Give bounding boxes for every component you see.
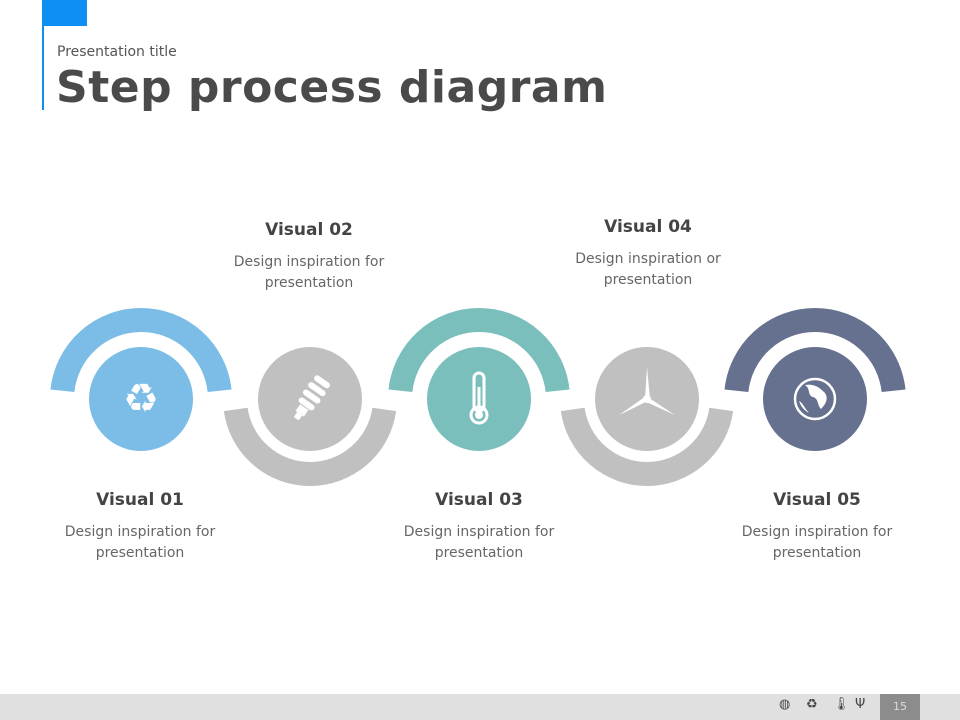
step-title: Visual 01	[96, 490, 184, 510]
step-text: Design inspiration or presentation	[575, 251, 721, 288]
step-arc	[50, 308, 232, 393]
accent-box	[42, 0, 87, 26]
step-arc	[724, 308, 906, 393]
plant-icon: Ψ	[855, 697, 866, 712]
step-text: Design inspiration for presentation	[403, 524, 555, 561]
step-circle	[89, 347, 193, 451]
globe-icon	[793, 377, 837, 421]
svg-text:♻: ♻	[123, 376, 159, 422]
wind-turbine-icon	[619, 367, 675, 415]
light-bulb-icon	[293, 375, 330, 421]
step-title: Visual 02	[265, 220, 353, 240]
recycle-icon: ♻	[123, 376, 159, 422]
step-1-label: Visual 01 Design inspiration for present…	[30, 490, 250, 564]
step-arc	[560, 407, 734, 486]
step-2-label: Visual 02 Design inspiration for present…	[199, 220, 419, 294]
step-3-label: Visual 03 Design inspiration for present…	[369, 490, 589, 564]
thermometer-icon	[469, 371, 489, 425]
presentation-subtitle: Presentation title	[57, 44, 177, 60]
step-circle	[763, 347, 867, 451]
step-arc	[223, 407, 397, 486]
accent-line	[42, 0, 44, 110]
step-title: Visual 05	[773, 490, 861, 510]
step-5-label: Visual 05 Design inspiration for present…	[707, 490, 927, 564]
recycle-icon: ♻	[806, 697, 818, 712]
globe-icon: ◍	[779, 697, 791, 712]
step-text: Design inspiration for presentation	[741, 524, 893, 561]
thermometer-icon: 🌡	[833, 697, 850, 712]
step-text: Design inspiration for presentation	[233, 254, 385, 291]
step-text: Design inspiration for presentation	[64, 524, 216, 561]
page-number: 15	[880, 694, 920, 720]
page-title: Step process diagram	[56, 62, 608, 113]
step-4-label: Visual 04 Design inspiration or presenta…	[538, 217, 758, 291]
step-arc	[388, 308, 570, 393]
footer-bar	[0, 694, 960, 720]
step-title: Visual 03	[435, 490, 523, 510]
step-title: Visual 04	[604, 217, 692, 237]
